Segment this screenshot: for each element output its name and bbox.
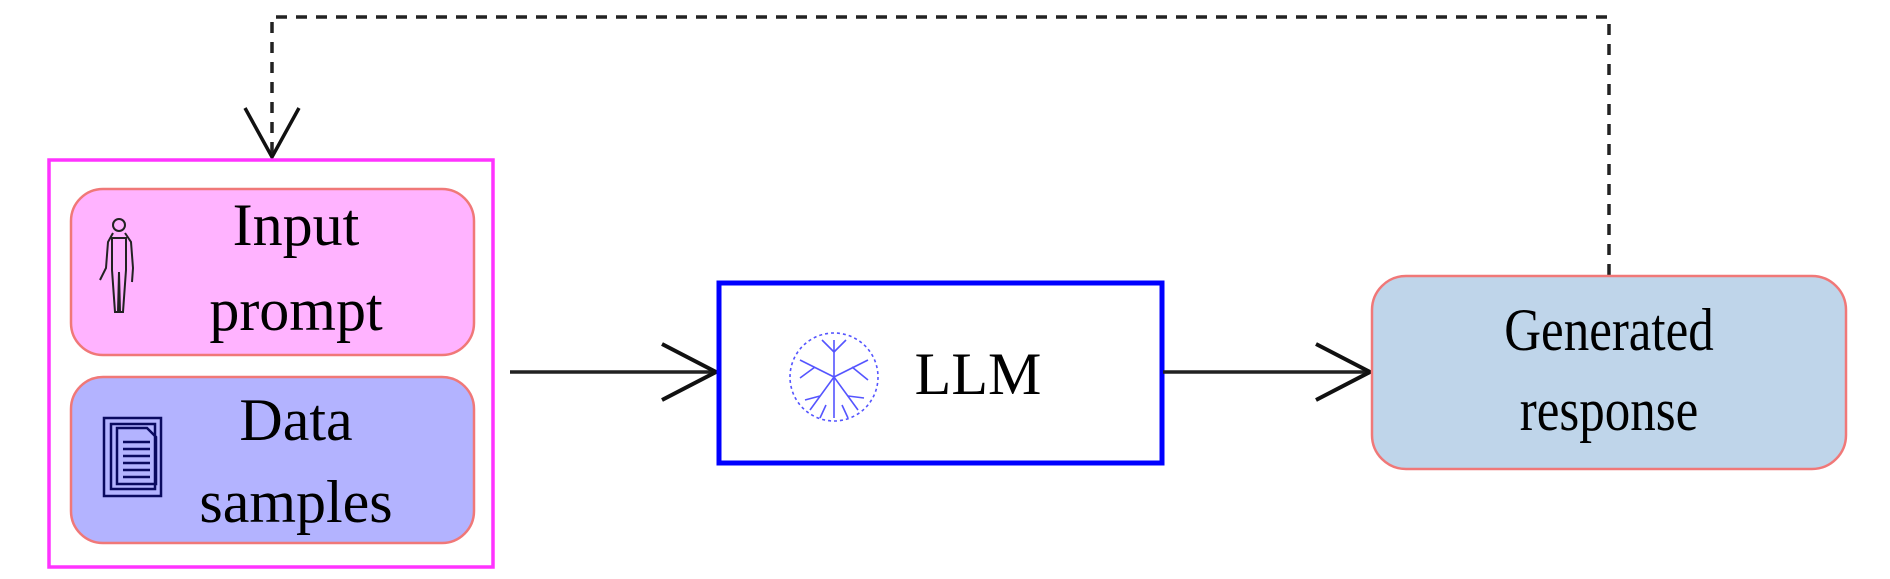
data-samples-line1: Data	[239, 387, 352, 453]
documents-icon	[102, 416, 163, 498]
neural-network-icon	[789, 332, 879, 422]
generated-response-line1: Generated	[1504, 297, 1714, 364]
generated-response-node: Generated response	[1370, 274, 1848, 471]
data-samples-line2: samples	[199, 469, 392, 535]
person-icon	[99, 218, 135, 313]
input-prompt-node: Input prompt	[69, 187, 476, 357]
llm-node: LLM	[716, 280, 1165, 466]
data-samples-node: Data samples	[69, 375, 476, 545]
arrowhead-input-to-llm	[661, 342, 721, 402]
input-prompt-line2: prompt	[209, 277, 383, 343]
arrowhead-llm-to-response	[1315, 342, 1375, 402]
input-prompt-line1: Input	[233, 192, 360, 258]
feedback-arrowhead	[243, 107, 301, 161]
generated-response-line2: response	[1520, 377, 1698, 444]
feedback-dashed-edge	[270, 15, 1611, 275]
llm-label: LLM	[915, 341, 1042, 407]
